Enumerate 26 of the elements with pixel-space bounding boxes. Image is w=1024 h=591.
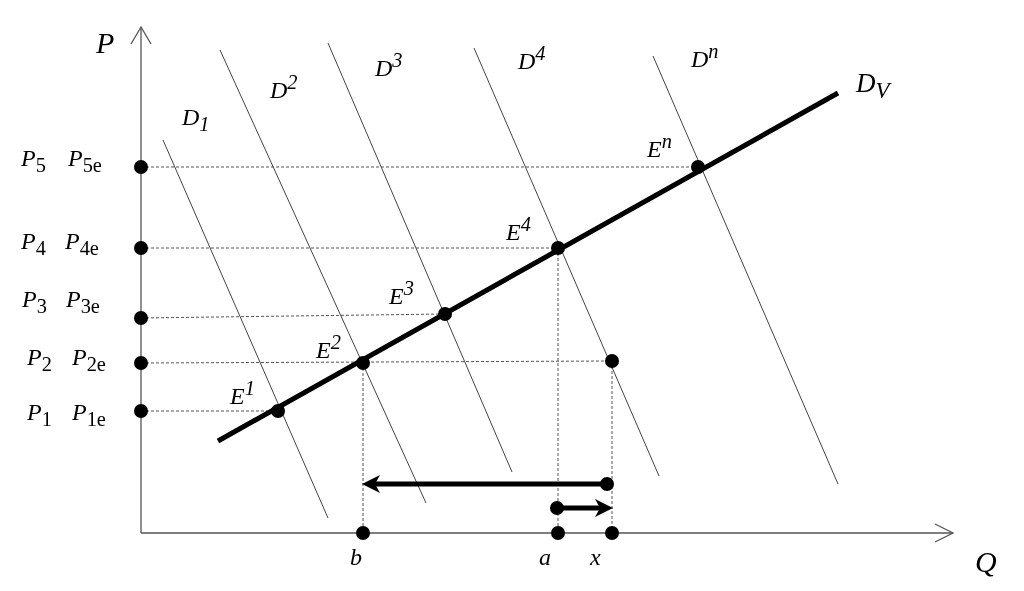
curve-label: D$^{3}$ (375, 53, 404, 80)
price-label: P$_{3e}$ (66, 289, 101, 315)
price-label: P$_{1}$ (27, 402, 53, 428)
quantity-label: a (539, 547, 552, 569)
curve-label: D$^{4}$ (518, 46, 547, 73)
price-label: P$_{5}$ (21, 148, 47, 174)
price-label: P$_{5e}$ (68, 148, 103, 174)
curve-label: D$^{n}$ (691, 44, 720, 71)
axis-label: P (96, 29, 116, 56)
axis-label: Q (975, 548, 998, 575)
price-label: P$_{4e}$ (65, 231, 100, 257)
price-label: P$_{4}$ (21, 231, 47, 257)
price-label: P$_{3}$ (22, 289, 48, 315)
point-label: E$^{4}$ (506, 217, 532, 244)
point-label: E$^{n}$ (647, 134, 673, 161)
price-label: P$_{2}$ (27, 347, 53, 373)
point-label: E$^{3}$ (389, 281, 415, 308)
quantity-label: x (590, 547, 602, 569)
point-label: E$^{1}$ (230, 381, 256, 408)
point-label: E$^{2}$ (316, 335, 342, 362)
curve-label: D$_{V}$ (856, 71, 891, 100)
curve-label: D$_{1}$ (182, 107, 211, 133)
price-label: P$_{1e}$ (72, 402, 107, 428)
quantity-label: b (350, 547, 363, 569)
price-label: P$_{2e}$ (72, 347, 107, 373)
curve-label: D$^{2}$ (270, 75, 299, 102)
